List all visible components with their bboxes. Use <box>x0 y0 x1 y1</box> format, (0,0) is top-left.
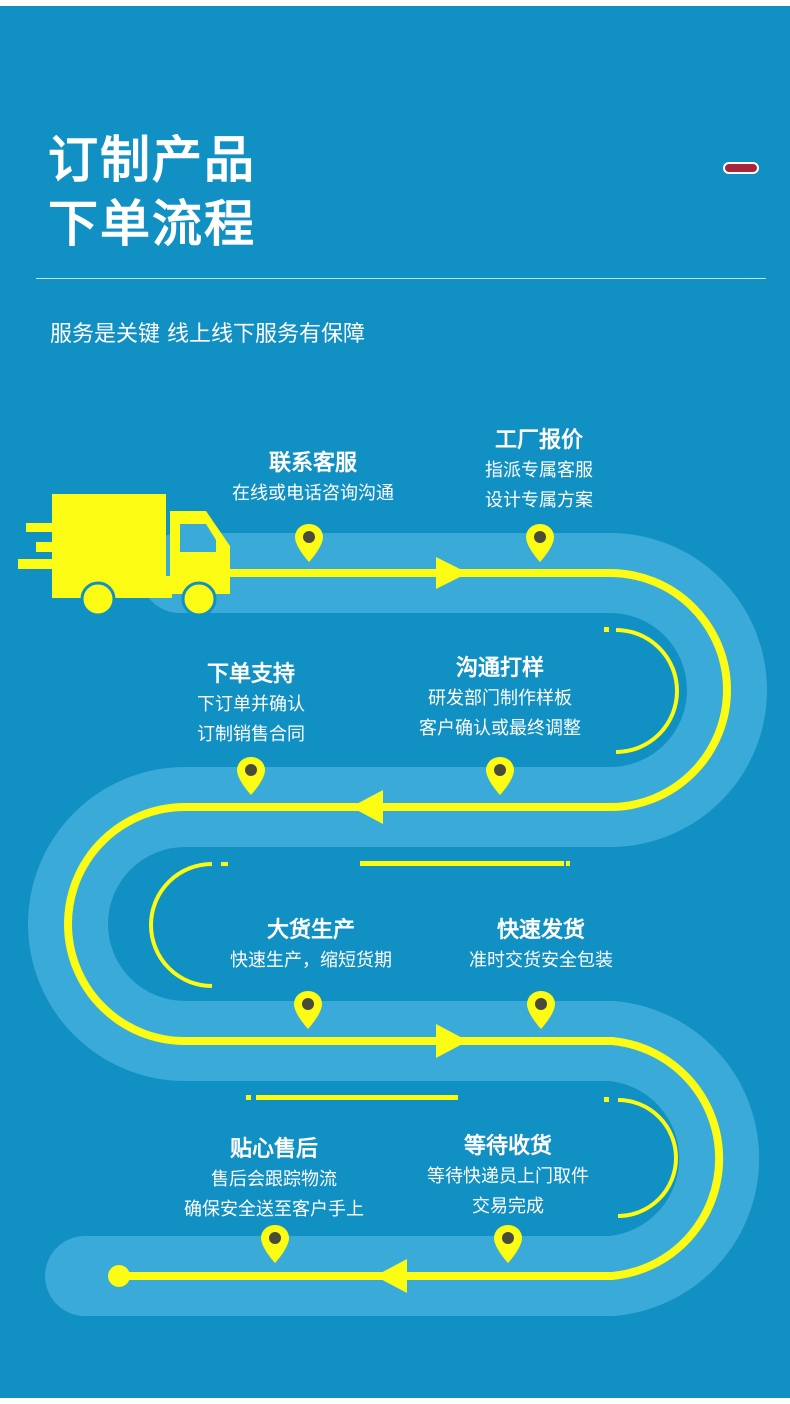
arc-dot <box>246 1095 251 1100</box>
step-fast-shipping: 快速发货 准时交货安全包装 <box>469 916 613 976</box>
title-line-1: 订制产品 <box>48 131 256 189</box>
inner-dash-1 <box>360 861 564 866</box>
step-desc: 售后会跟踪物流 <box>211 1169 337 1190</box>
step-sampling: 沟通打样 研发部门制作样板 客户确认或最终调整 <box>419 654 581 744</box>
step-desc: 指派专属客服 <box>485 460 593 481</box>
title-line-2: 下单流程 <box>48 195 256 253</box>
step-factory-quote: 工厂报价 指派专属客服 设计专属方案 <box>485 426 593 516</box>
step-title: 贴心售后 <box>229 1137 318 1162</box>
step-title: 快速发货 <box>496 918 585 943</box>
step-title: 大货生产 <box>266 918 355 943</box>
step-mass-production: 大货生产 快速生产，缩短货期 <box>230 916 392 976</box>
road-center-line <box>64 569 731 1280</box>
step-desc: 准时交货安全包装 <box>469 950 613 971</box>
arrow-right-icon <box>436 557 468 589</box>
step-order-support: 下单支持 下订单并确认 订制销售合同 <box>197 660 305 750</box>
inner-arc-left <box>149 862 213 988</box>
route-end-dot <box>108 1265 130 1287</box>
location-pin-icon <box>527 991 555 1029</box>
step-title: 下单支持 <box>206 662 295 687</box>
step-desc: 下订单并确认 <box>197 694 305 715</box>
step-desc: 等待快递员上门取件 <box>427 1166 589 1187</box>
step-desc: 设计专属方案 <box>485 490 593 511</box>
arrow-left-icon <box>375 1259 407 1293</box>
location-pin-icon <box>295 524 323 562</box>
step-desc: 研发部门制作样板 <box>428 688 572 709</box>
arc-dot <box>604 627 609 632</box>
arrow-left-icon <box>351 790 383 824</box>
location-pin-icon <box>261 1225 289 1263</box>
location-pin-icon <box>237 757 265 795</box>
step-title: 联系客服 <box>268 451 357 476</box>
arc-dot <box>604 1097 609 1102</box>
inner-arc-right-1 <box>615 628 679 754</box>
winding-road <box>18 494 767 1316</box>
step-desc: 确保安全送至客户手上 <box>184 1199 364 1220</box>
location-pin-icon <box>494 1225 522 1263</box>
pill-badge-icon <box>723 162 759 174</box>
step-contact-service: 联系客服 在线或电话咨询沟通 <box>232 449 394 509</box>
step-desc: 在线或电话咨询沟通 <box>232 483 394 504</box>
divider <box>36 278 766 279</box>
arc-dot <box>221 862 228 866</box>
inner-dash-2 <box>256 1095 458 1100</box>
location-pin-icon <box>526 524 554 562</box>
step-title: 沟通打样 <box>455 656 544 681</box>
step-desc: 快速生产，缩短货期 <box>230 950 392 971</box>
truck-icon <box>18 494 230 617</box>
step-await-delivery: 等待收货 等待快递员上门取件 交易完成 <box>427 1132 589 1222</box>
subtitle: 服务是关键 线上线下服务有保障 <box>50 322 365 347</box>
arc-dot <box>566 861 570 866</box>
step-after-sales: 贴心售后 售后会跟踪物流 确保安全送至客户手上 <box>184 1135 364 1225</box>
location-pin-icon <box>294 991 322 1029</box>
step-desc: 客户确认或最终调整 <box>419 718 581 739</box>
step-title: 等待收货 <box>463 1134 552 1159</box>
step-desc: 订制销售合同 <box>197 724 305 745</box>
step-desc: 交易完成 <box>472 1196 544 1217</box>
location-pin-icon <box>486 757 514 795</box>
step-title: 工厂报价 <box>494 428 583 453</box>
inner-arc-right-2 <box>617 1098 678 1218</box>
process-poster: 订制产品 下单流程 服务是关键 线上线下服务有保障 联系客服 在线或电话咨询沟通… <box>0 6 790 1398</box>
page-title: 订制产品 下单流程 <box>48 128 256 256</box>
arrow-right-icon <box>436 1024 468 1058</box>
